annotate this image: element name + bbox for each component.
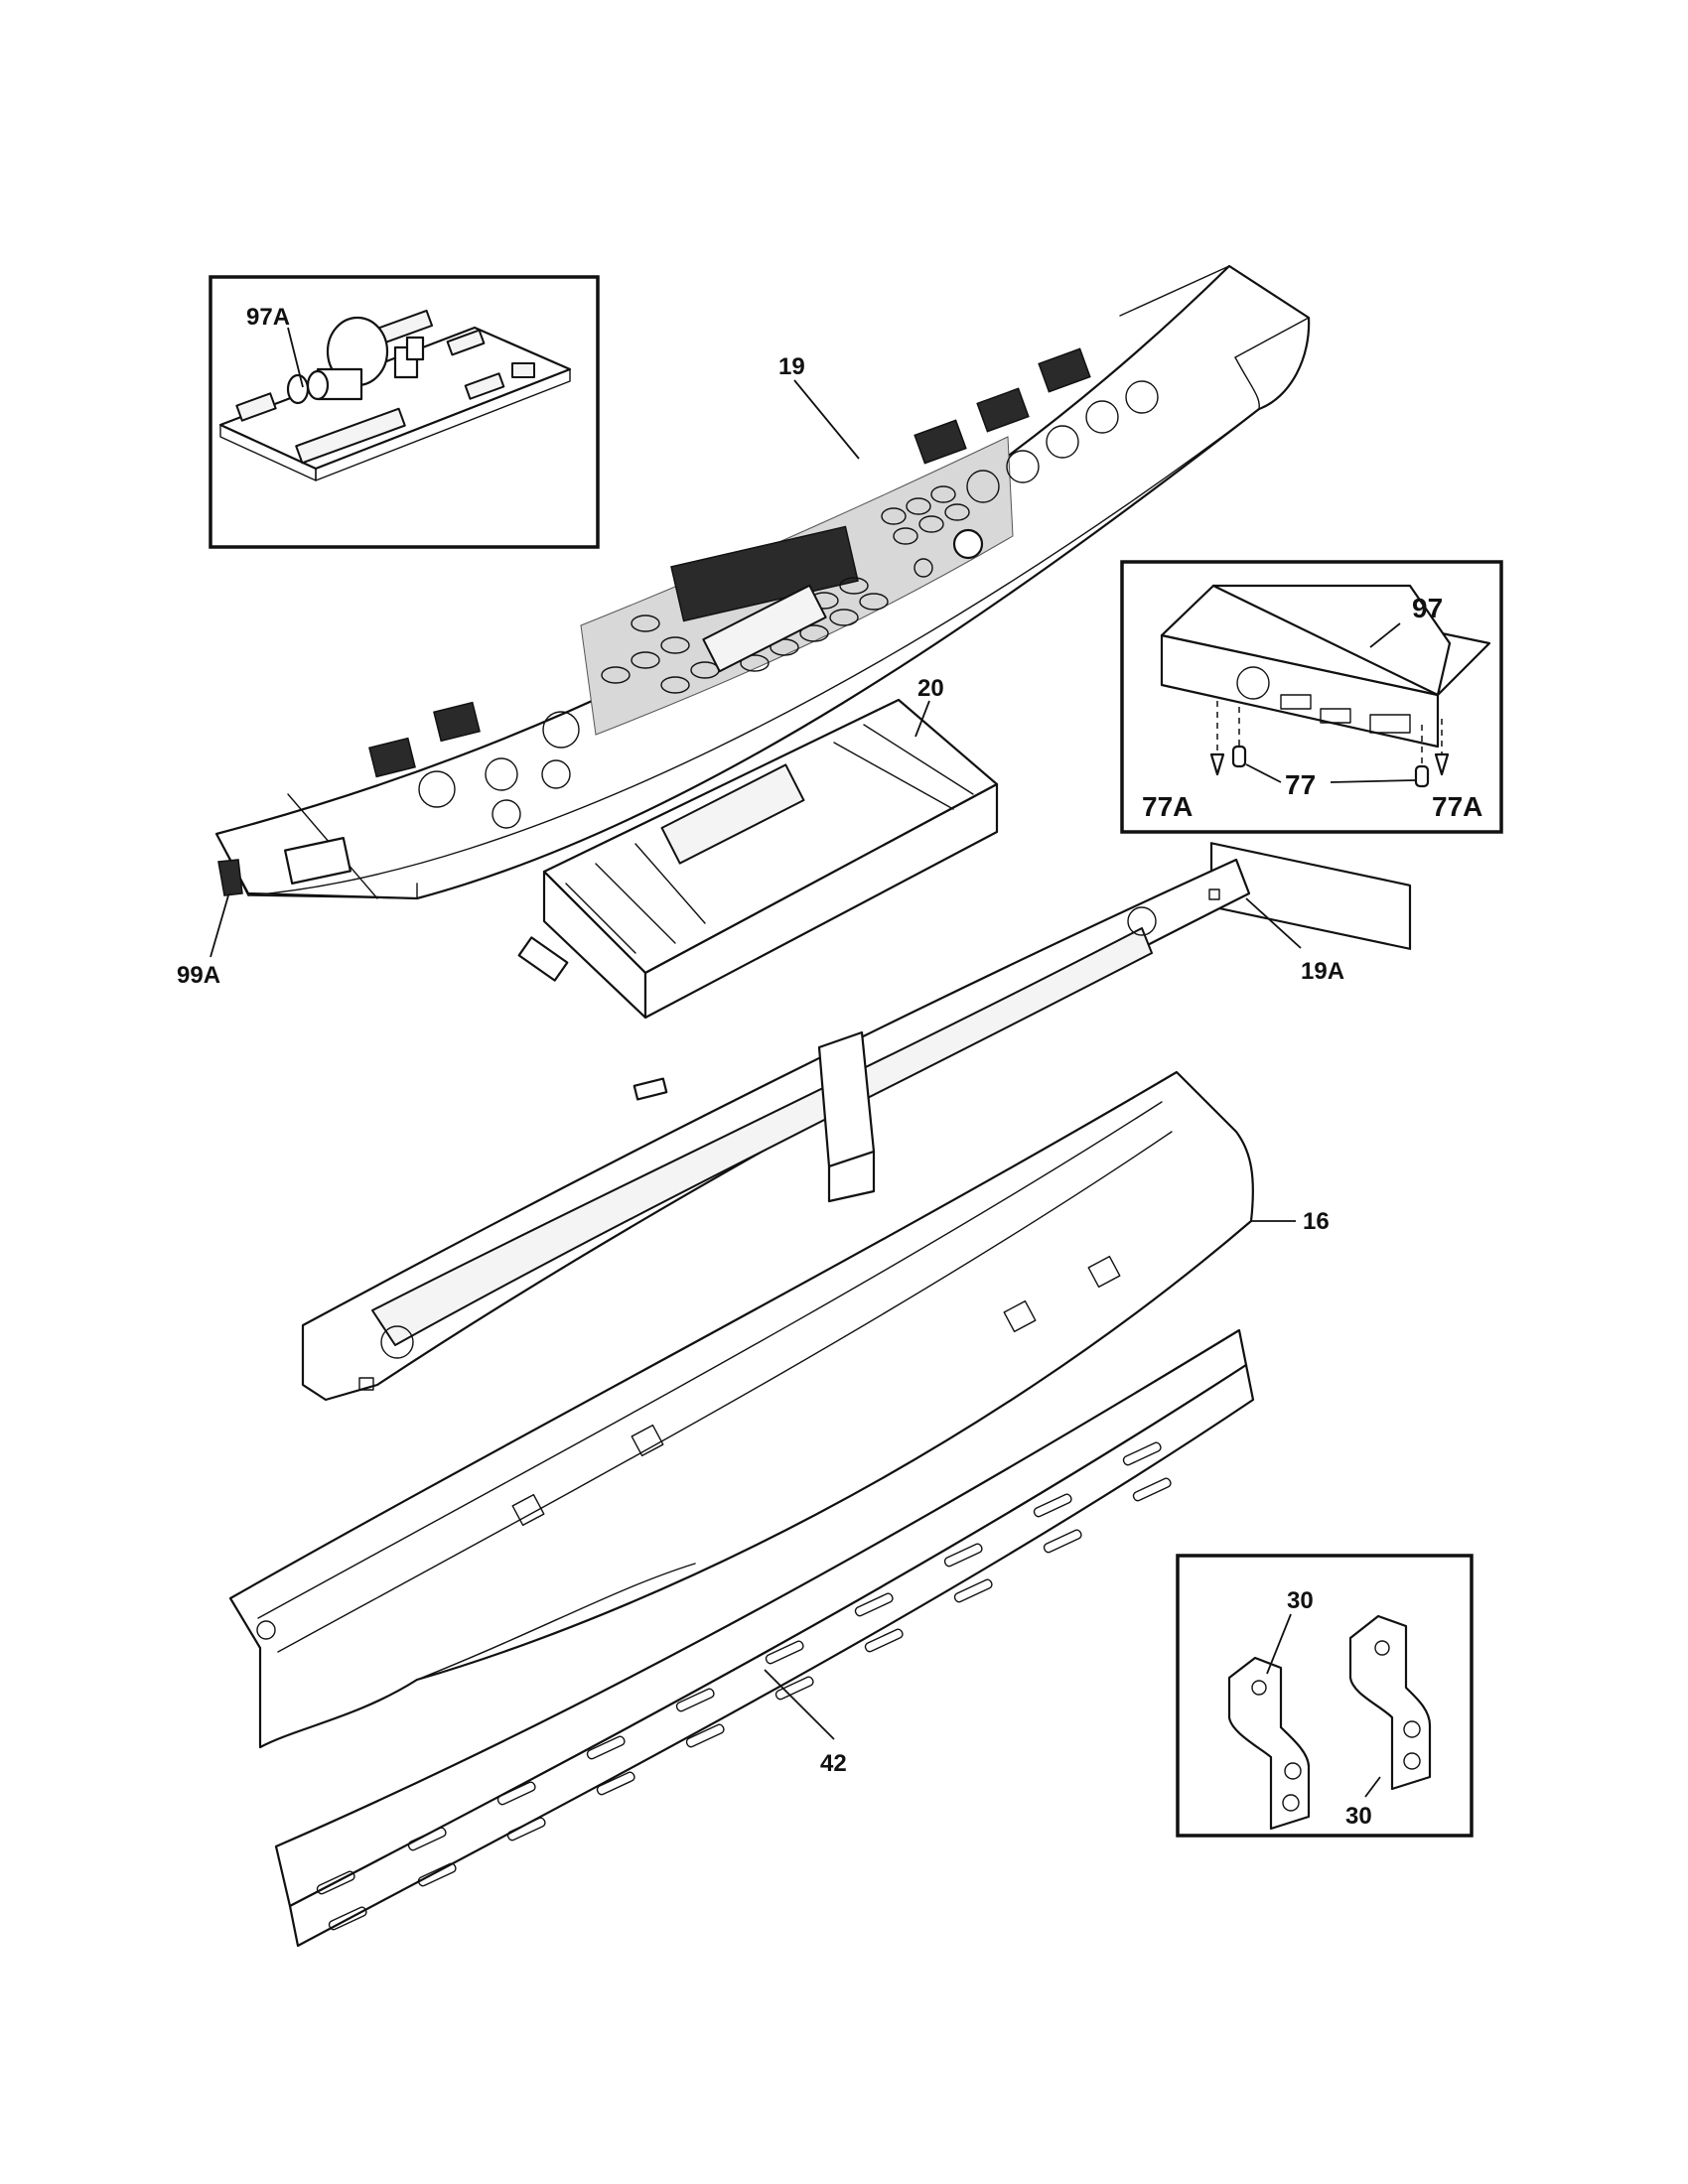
- callout-77A-left: 77A: [1142, 791, 1193, 822]
- callout-42: 42: [820, 1750, 847, 1777]
- part-19-control-panel: 19 99A: [177, 264, 1311, 989]
- part-19A-panel-backer: 19A: [301, 858, 1344, 1402]
- callout-77: 77: [1285, 769, 1316, 800]
- inset-97A-control-board: 97A: [209, 275, 600, 549]
- callout-16: 16: [1303, 1208, 1330, 1235]
- vent-slots: [316, 1441, 1172, 1931]
- inset-30-brackets: 30 30: [1176, 1554, 1474, 1838]
- burner-indicators: [418, 380, 1159, 829]
- callout-20: 20: [917, 675, 944, 702]
- part-16-backguard: 16: [228, 1070, 1330, 1749]
- callout-30-top: 30: [1287, 1587, 1314, 1614]
- part-20-control-module: 20: [517, 584, 999, 1020]
- callout-19: 19: [778, 353, 805, 380]
- callout-77A-right: 77A: [1432, 791, 1482, 822]
- callout-97: 97: [1412, 593, 1443, 623]
- inset-97-board: 97 77A 77 77A: [1120, 560, 1503, 950]
- part-42-vented-trim: 42: [274, 1328, 1255, 1948]
- callout-97A: 97A: [246, 304, 290, 331]
- callout-19A: 19A: [1301, 958, 1344, 985]
- callout-99A: 99A: [177, 962, 220, 989]
- callout-30-bottom: 30: [1345, 1803, 1372, 1830]
